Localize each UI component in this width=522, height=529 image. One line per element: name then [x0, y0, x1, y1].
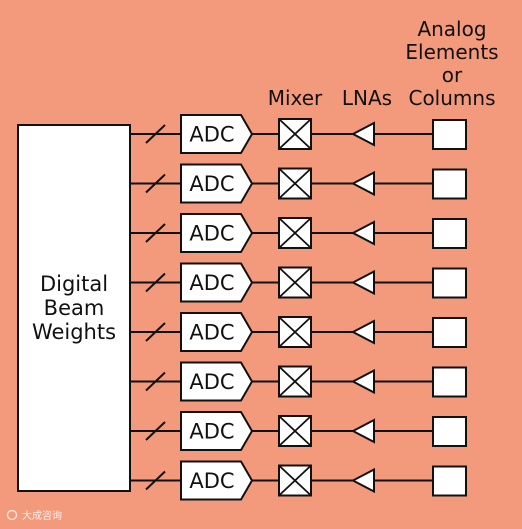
adc-block — [180, 262, 254, 303]
channel-row: ADC — [130, 213, 467, 253]
mixer-cross — [278, 464, 312, 497]
digital-beam-weights-block — [17, 124, 131, 492]
analog-element — [432, 168, 467, 200]
channel-row: ADC — [130, 262, 467, 303]
header-analog-line-3: or — [442, 63, 463, 87]
mixer-cross — [278, 266, 312, 299]
channel-row: ADC — [130, 460, 467, 501]
adc-label: ADC — [189, 420, 234, 444]
bus-slash — [145, 371, 166, 392]
mixer-cross — [278, 217, 312, 249]
bus-slash — [145, 223, 166, 243]
channel-row: ADC — [130, 163, 467, 204]
bus-slash — [145, 124, 166, 144]
watermark: 大成咨询 — [6, 509, 62, 522]
lna-amplifier — [350, 220, 375, 246]
lna-amplifier — [350, 418, 375, 444]
adc-label: ADC — [189, 370, 234, 394]
adc-block — [180, 213, 254, 253]
lna-amplifier — [350, 121, 375, 147]
digital-block-line-1: Digital — [40, 272, 108, 296]
lna-amplifier — [350, 368, 375, 395]
bus-slash — [145, 272, 166, 293]
mixer-cross — [278, 365, 312, 398]
watermark-text: 大成咨询 — [22, 509, 62, 522]
bus-slash — [145, 173, 166, 194]
bus-slash — [145, 421, 166, 441]
channel-row: ADC — [130, 312, 467, 352]
mixer-cross — [278, 118, 312, 150]
lna-amplifier — [350, 269, 375, 296]
digital-block-line-2: Beam — [44, 296, 105, 320]
adc-block — [180, 163, 254, 204]
header-columns: Columns — [408, 86, 495, 110]
adc-label: ADC — [189, 222, 234, 246]
watermark-logo-icon — [6, 509, 18, 521]
adc-label: ADC — [189, 123, 234, 147]
channel-row: ADC — [130, 114, 467, 154]
adc-block — [180, 460, 254, 501]
mixer-cross — [278, 415, 312, 447]
analog-element — [432, 465, 467, 497]
adc-label: ADC — [189, 271, 234, 295]
analog-element — [432, 267, 467, 299]
mixer-cross — [278, 167, 312, 200]
header-analog-line-2: Elements — [405, 40, 498, 64]
adc-block — [180, 361, 254, 402]
channel-row: ADC — [130, 361, 467, 402]
lna-amplifier — [350, 319, 375, 345]
adc-block — [180, 312, 254, 352]
lna-amplifier — [350, 170, 375, 197]
channel-rows: ADC ADC ADC ADC ADC ADC ADC ADC — [130, 114, 467, 501]
analog-element — [432, 317, 467, 348]
bus-slash — [145, 470, 166, 491]
header-mixer: Mixer — [268, 86, 323, 110]
digital-block-line-3: Weights — [32, 320, 116, 344]
header-analog-line-1: Analog — [417, 17, 486, 41]
analog-element — [432, 119, 467, 150]
adc-label: ADC — [189, 469, 234, 493]
adc-block — [180, 411, 254, 451]
adc-block — [180, 114, 254, 154]
mixer-cross — [278, 316, 312, 348]
lna-amplifier — [350, 467, 375, 494]
analog-element — [432, 366, 467, 398]
analog-element — [432, 416, 467, 447]
header-lnas: LNAs — [342, 86, 392, 110]
channel-row: ADC — [130, 411, 467, 451]
analog-element — [432, 218, 467, 249]
adc-label: ADC — [189, 321, 234, 345]
bus-slash — [145, 322, 166, 342]
adc-label: ADC — [189, 172, 234, 196]
